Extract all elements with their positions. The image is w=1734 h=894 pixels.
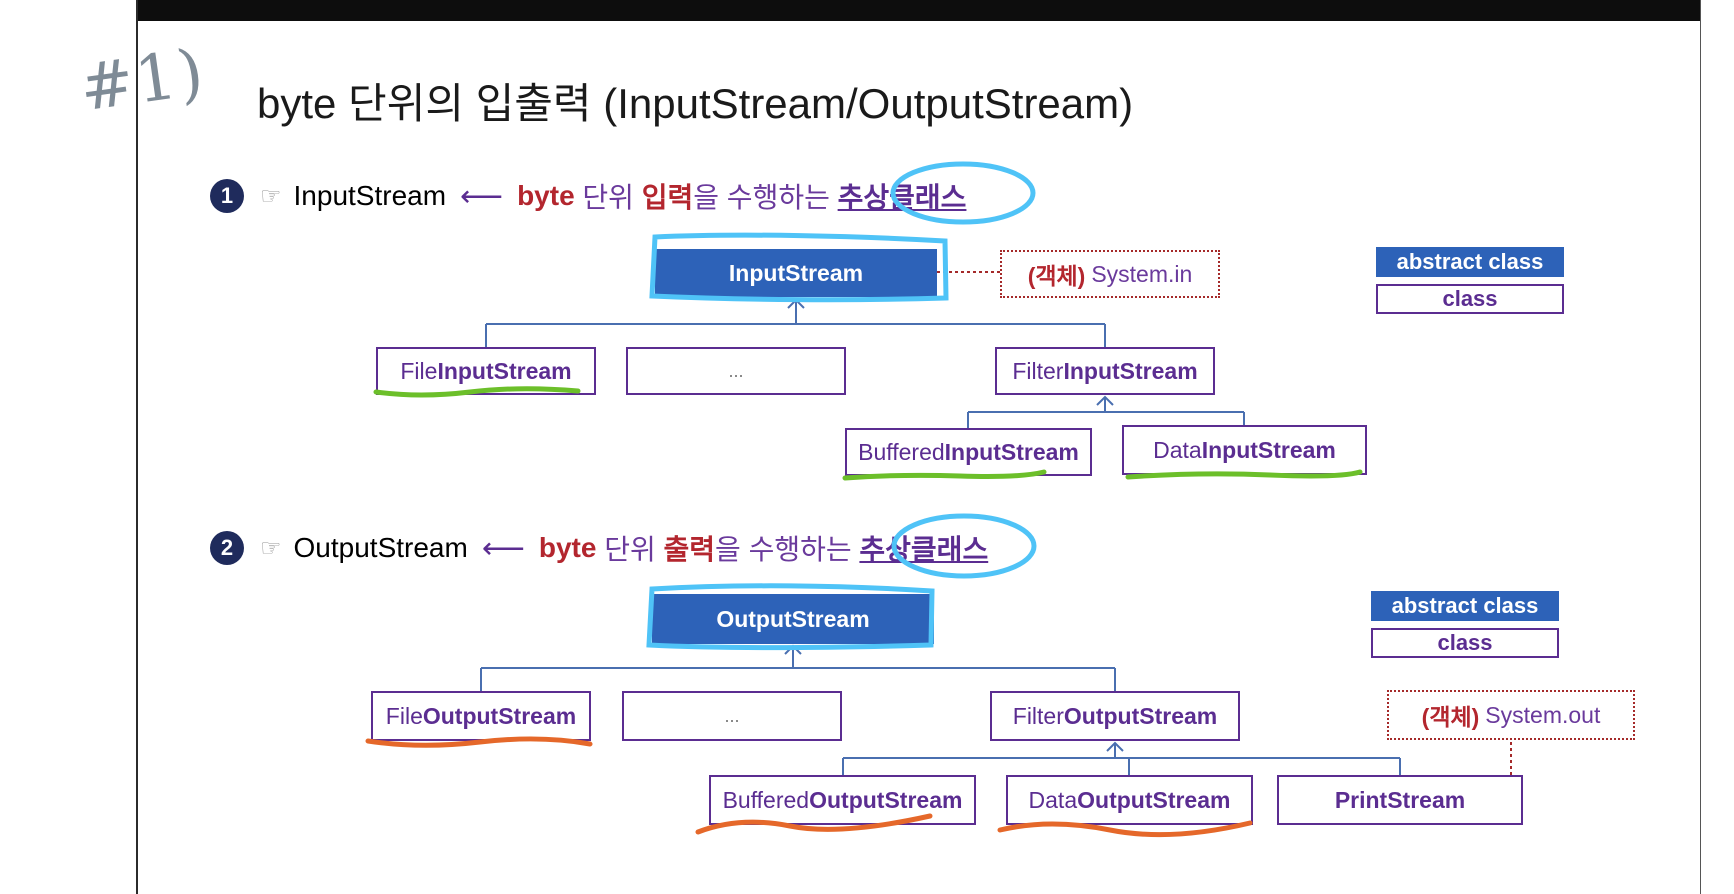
top-dark-bar bbox=[137, 0, 1701, 21]
desc-unit: 단위 bbox=[574, 182, 642, 213]
left-arrow-icon: ⟵ bbox=[481, 531, 525, 565]
section1-class-name: InputStream bbox=[293, 180, 447, 211]
ellipsis-box-1: ... bbox=[626, 347, 846, 395]
outputstream-root-box: OutputStream bbox=[652, 594, 934, 644]
legend-abstract-class: abstract class bbox=[1371, 591, 1559, 621]
desc-rest: 을 수행하는 bbox=[693, 182, 838, 213]
page-right-edge bbox=[1700, 0, 1701, 894]
number-badge: 1 bbox=[210, 179, 244, 213]
legend-class: class bbox=[1376, 284, 1564, 314]
page-left-edge bbox=[136, 0, 138, 894]
legend-abstract-class: abstract class bbox=[1376, 247, 1564, 277]
desc-abstract: 추상클래스 bbox=[859, 534, 989, 565]
section2-heading: 2 ☞ OutputStream ⟵ byte 단위 출력 을 수행하는 추상클… bbox=[210, 530, 988, 566]
page-title: byte 단위의 입출력 (InputStream/OutputStream) bbox=[257, 80, 1134, 127]
section2-class-name: OutputStream bbox=[293, 532, 468, 563]
desc-action: 출력 bbox=[663, 534, 716, 565]
orange-underlines bbox=[365, 736, 1253, 838]
left-arrow-icon: ⟵ bbox=[460, 179, 504, 213]
desc-rest: 을 수행하는 bbox=[715, 534, 860, 565]
legend-class: class bbox=[1371, 628, 1559, 658]
printstream-box: PrintStream bbox=[1277, 775, 1523, 825]
pointing-hand-icon: ☞ bbox=[260, 182, 282, 210]
desc-byte: byte bbox=[538, 532, 597, 563]
green-underlines bbox=[373, 386, 1363, 481]
inputstream-root-box: InputStream bbox=[655, 249, 937, 297]
section1-heading: 1 ☞ InputStream ⟵ byte 단위 입력 을 수행하는 추상클래… bbox=[210, 178, 966, 214]
object-links bbox=[937, 271, 1512, 775]
desc-unit: 단위 bbox=[596, 534, 664, 565]
ellipsis-box-2: ... bbox=[622, 691, 842, 741]
system-out-box: (객체)System.out bbox=[1387, 690, 1635, 740]
cyan-highlights bbox=[646, 161, 1037, 651]
number-badge: 2 bbox=[210, 531, 244, 565]
system-in-box: (객체)System.in bbox=[1000, 250, 1220, 298]
desc-action: 입력 bbox=[641, 182, 694, 213]
inheritance-lines bbox=[480, 298, 1401, 775]
desc-byte: byte bbox=[517, 180, 575, 211]
pointing-hand-icon: ☞ bbox=[260, 534, 282, 562]
